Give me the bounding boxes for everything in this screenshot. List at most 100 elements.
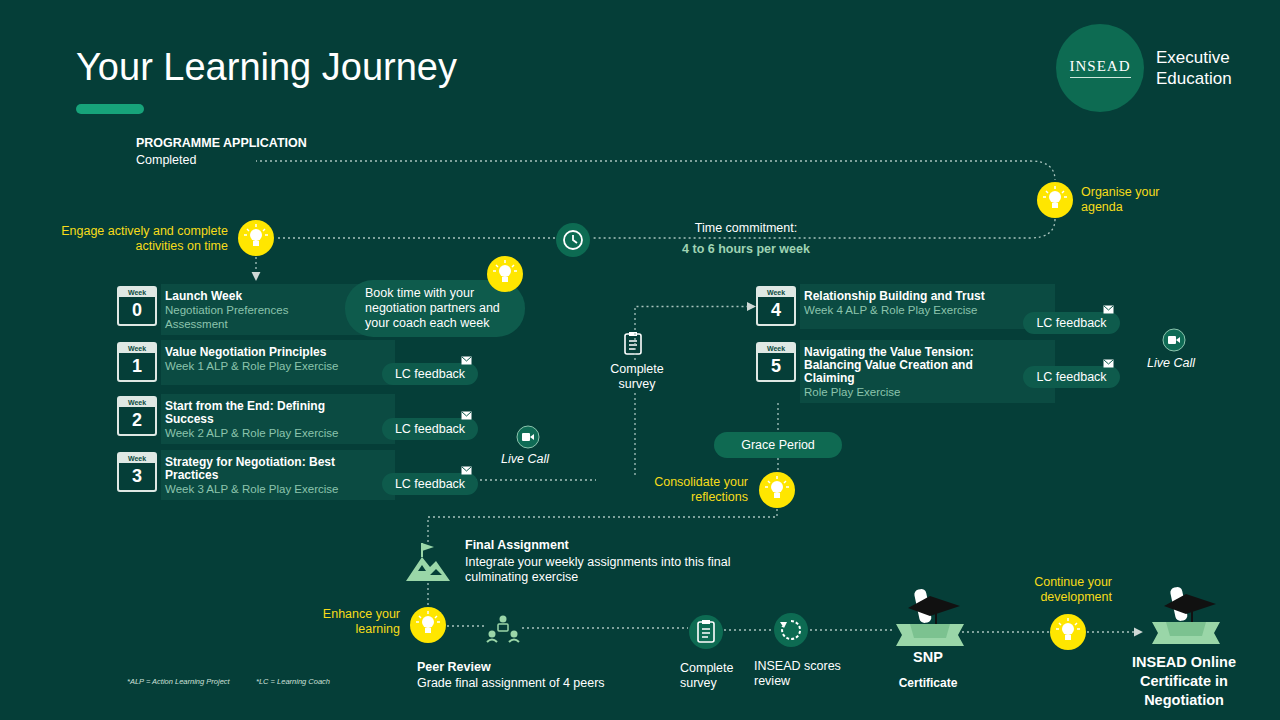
session-activity: Role Play Exercise [804, 385, 1010, 399]
message-icon [1103, 359, 1114, 368]
clock-icon [556, 223, 590, 257]
annotation-text: INSEAD Online Certificate in Negotiation [1104, 653, 1264, 710]
pill-text: LC feedback [392, 366, 468, 382]
week-label: Week [119, 398, 155, 407]
week-row: Week5Navigating the Value Tension: Balan… [756, 340, 1055, 403]
pill-text: LC feedback [392, 421, 468, 437]
annotation-text: Continue your development [976, 575, 1112, 605]
session-title: Strategy for Negotiation: Best Practices [165, 456, 376, 482]
annotation-text: Final Assignment [465, 538, 685, 553]
message-icon [1104, 306, 1114, 314]
pill-text: LC feedback [1033, 369, 1110, 385]
message-icon [1103, 305, 1114, 314]
week-number: 4 [758, 297, 794, 323]
annotation-text: *LC = Learning Coach [256, 677, 356, 686]
decoration-layer [1050, 614, 1086, 650]
decoration-layer [238, 220, 274, 256]
message-icon [462, 357, 471, 361]
journey-path [522, 627, 688, 628]
feedback-pill: LC feedback [382, 473, 478, 495]
flag-mountain-icon [422, 543, 434, 551]
calendar-icon: Week3 [117, 452, 157, 492]
annotation-text: Integrate your weekly assignments into t… [465, 555, 765, 585]
session-text: Start from the End: Defining SuccessWeek… [165, 400, 376, 440]
message-icon [462, 467, 471, 471]
session-activity: Week 4 ALP & Role Play Exercise [804, 303, 1010, 317]
decoration-layer [759, 472, 795, 508]
decoration-layer [517, 426, 539, 448]
annotation-text: Live Call [501, 452, 561, 467]
flag-mountain-icon [406, 543, 450, 581]
message-icon [462, 412, 471, 416]
logo-circle: INSEADExecutive Education [1056, 24, 1144, 112]
survey-icon [625, 332, 641, 354]
week-label: Week [119, 454, 155, 463]
journey-path [592, 219, 1055, 238]
annotation-text: Engage actively and complete activities … [54, 224, 228, 254]
pill-text: Book time with your negotiation partners… [365, 286, 511, 331]
decoration-layer [896, 588, 964, 646]
decoration-layer [1163, 329, 1185, 351]
session-title: Navigating the Value Tension: Balancing … [804, 346, 1010, 385]
week-number: 0 [119, 297, 155, 323]
peer-review-icon [487, 640, 519, 643]
session-title: Launch Week [165, 290, 340, 303]
clock-icon [556, 223, 590, 257]
annotation-text: Enhance your learning [290, 607, 400, 637]
session-activity: Week 1 ALP & Role Play Exercise [165, 359, 376, 373]
title-underline [76, 104, 144, 114]
session-activity: Week 3 ALP & Role Play Exercise [165, 482, 376, 496]
week-number: 1 [119, 353, 155, 379]
info-pill: Grace Period [714, 432, 842, 458]
flag-mountain-icon [418, 565, 442, 575]
message-icon [1104, 306, 1113, 310]
survey-icon [698, 620, 714, 642]
message-icon [462, 357, 472, 365]
annotation-text: SNP [888, 649, 968, 666]
message-icon [1104, 360, 1114, 368]
survey-icon [689, 615, 723, 649]
peer-review-icon [511, 631, 518, 638]
slide-title: Your Learning Journey [76, 44, 457, 90]
brand-unit: Executive Education [1156, 47, 1266, 89]
annotation-text: Time commitment: [660, 221, 832, 236]
session-text: Relationship Building and TrustWeek 4 AL… [804, 290, 1010, 317]
annotation-text: Peer Review [417, 660, 567, 675]
annotation-text: Organise your agenda [1081, 185, 1171, 215]
calendar-icon: Week4 [756, 286, 796, 326]
clock-icon [573, 235, 577, 243]
bulb-icon [487, 256, 523, 292]
peer-review-icon [489, 631, 496, 638]
peer-review-icon [487, 616, 519, 643]
week-label: Week [119, 344, 155, 353]
calendar-icon: Week5 [756, 342, 796, 382]
journey-path [427, 583, 428, 606]
journey-path [255, 257, 256, 280]
journey-path [276, 237, 555, 238]
survey-icon [621, 330, 645, 358]
week-row: Week3Strategy for Negotiation: Best Prac… [117, 450, 395, 500]
clock-icon [564, 231, 582, 249]
calendar-icon: Week0 [117, 286, 157, 326]
annotation-text: Complete survey [597, 362, 677, 392]
session-text: Navigating the Value Tension: Balancing … [804, 346, 1010, 399]
session-text: Strategy for Negotiation: Best Practices… [165, 456, 376, 496]
decoration-layer [410, 607, 446, 643]
annotation-text: 4 to 6 hours per week [650, 242, 842, 257]
calendar-icon: Week1 [117, 342, 157, 382]
week-row: Week4 Relationship Building and TrustWeek… [756, 284, 1055, 329]
survey-icon [689, 615, 723, 649]
session-activity: Week 2 ALP & Role Play Exercise [165, 426, 376, 440]
message-icon [462, 412, 472, 420]
feedback-pill: LC feedback [382, 363, 478, 385]
journey-path [215, 161, 1055, 180]
message-icon [462, 467, 472, 475]
session-text: Value Negotiation PrinciplesWeek 1 ALP &… [165, 346, 376, 373]
decoration-layer [1037, 182, 1073, 218]
week-number: 5 [758, 353, 794, 379]
decoration-layer [1152, 586, 1220, 644]
journey-path [1087, 631, 1142, 632]
scores-review-icon [774, 613, 808, 647]
peer-review-icon [500, 616, 507, 623]
